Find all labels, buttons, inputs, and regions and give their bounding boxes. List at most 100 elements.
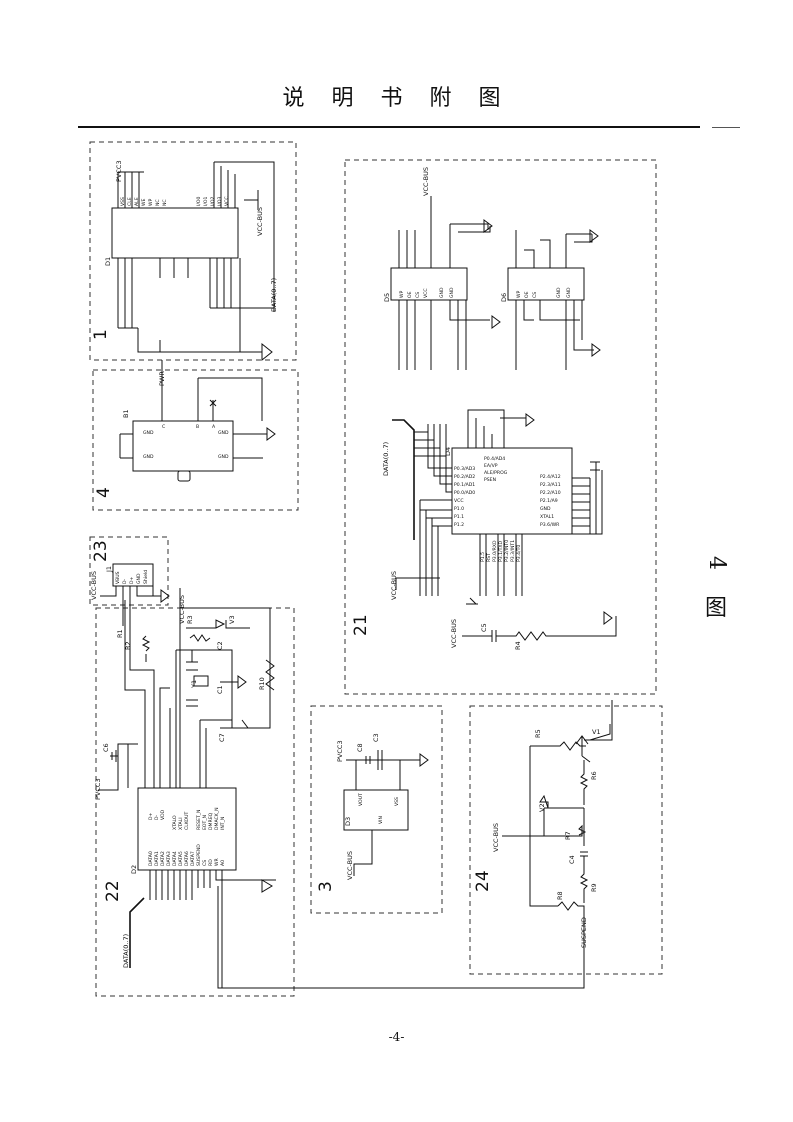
d6-pin: OE xyxy=(524,291,530,298)
d2-pin: WR xyxy=(214,857,220,866)
d4-pin: P1.5 xyxy=(480,552,486,562)
d5-pin: GND xyxy=(449,287,455,298)
d4-pin: P2.2/A10 xyxy=(540,490,561,496)
d5-pin: VCC xyxy=(423,288,429,298)
block-1-circuit: D1 VSS CLE ALE WE WP NC NC I/O0 I/O1 I/O… xyxy=(104,160,278,362)
d2-pin: RD xyxy=(208,859,214,866)
j1-pin: Shield xyxy=(143,570,149,584)
label-r3: R3 xyxy=(186,615,194,624)
block-number-23: 23 xyxy=(91,540,111,562)
d2-pin: CS xyxy=(202,860,208,866)
j1-pin: D- xyxy=(122,578,128,584)
d2-pin: DATA4 xyxy=(172,851,178,866)
block-24-outline xyxy=(469,705,663,975)
d1-pin: VSS xyxy=(120,197,126,206)
d4-pin: P2.3/A11 xyxy=(540,482,561,488)
label-r2: R2 xyxy=(124,641,132,650)
chip-d6-label: D6 xyxy=(500,293,508,302)
net-pvcc-d3: PVCC3 xyxy=(336,740,344,762)
d2-pin: DATA1 xyxy=(154,851,160,866)
d1-pin: CLE xyxy=(127,197,133,206)
d4-pin: P3.0/RXD xyxy=(492,540,498,562)
chip-d4 xyxy=(451,447,573,535)
d2-pin: XTALI xyxy=(178,817,184,830)
d2-pin: A0 xyxy=(220,860,226,866)
net-data-bus-d2: DATA(0..7) xyxy=(122,934,130,968)
chip-j1 xyxy=(112,563,154,587)
chip-d1-label: D1 xyxy=(104,257,112,266)
net-vcc-bus-c5: VCC-BUS xyxy=(450,619,458,648)
j1-pin: VBUS xyxy=(115,571,121,584)
d4-pin: ALE/PROG xyxy=(484,470,508,476)
label-c2: C2 xyxy=(216,641,224,650)
d4-pin: PSEN xyxy=(484,477,496,483)
d4-pin: P3.1/TXD xyxy=(498,540,504,562)
d2-pin: DATA7 xyxy=(190,851,196,866)
d4-pin: P1.2 xyxy=(454,522,464,528)
d1-pin: WP xyxy=(148,198,154,206)
figure-label: 4 图 xyxy=(696,540,736,632)
chip-d3 xyxy=(343,789,409,831)
b1-pin: GND xyxy=(143,454,154,460)
net-vcc-bus-d5: VCC-BUS xyxy=(422,167,430,196)
d2-pin: D+ xyxy=(148,812,154,820)
d3-pin: VIN xyxy=(378,816,384,824)
block-number-21: 21 xyxy=(351,614,371,636)
d4-pin: RST xyxy=(486,553,492,562)
net-vcc-bus-d4: VCC-BUS xyxy=(390,571,398,600)
b1-pin: A xyxy=(212,424,216,430)
label-r4: R4 xyxy=(514,641,522,650)
label-c7: C7 xyxy=(218,733,226,742)
d6-pin: WP xyxy=(516,290,522,298)
chip-d1 xyxy=(111,207,239,259)
block-4-outline xyxy=(92,369,299,511)
chip-d5 xyxy=(390,267,468,301)
d4-pin: P3.3/INT1 xyxy=(510,540,516,562)
b1-pin: GND xyxy=(218,454,229,460)
b1-pin: B xyxy=(196,424,199,430)
d3-pin: VOUT xyxy=(358,793,364,806)
d2-pin: XTALO xyxy=(172,815,178,830)
block-23-outline xyxy=(89,536,169,606)
chip-d3-label: D3 xyxy=(344,817,352,826)
d4-pin: P1.1 xyxy=(454,514,464,520)
b1-pin: GND xyxy=(218,430,229,436)
d5-pin: GND xyxy=(439,287,445,298)
d2-pin: RESET_N xyxy=(196,810,202,830)
block-3-circuit: D3 VOUT VIN VSS PVCC3 VCC-BUS C8 C3 xyxy=(336,733,429,880)
d4-pin: P2.1/A9 xyxy=(540,498,558,504)
d5-pin: CS xyxy=(415,292,421,298)
net-vcc-bus-d3: VCC-BUS xyxy=(346,851,354,880)
d4-pin: P0.1/AD1 xyxy=(454,482,475,488)
chip-b1 xyxy=(132,420,234,472)
label-c8: C8 xyxy=(356,743,364,752)
figure-char: 图 xyxy=(704,596,727,621)
d1-pin: WE xyxy=(141,198,147,206)
block-3-outline xyxy=(310,705,443,914)
net-vcc-bus-d2: VCC-BUS xyxy=(178,595,186,624)
d4-pin: P0.0/AD0 xyxy=(454,490,475,496)
figure-number: 4 xyxy=(704,556,729,570)
net-vcc-bus-j1: VCC-BUS xyxy=(90,571,98,600)
label-r9: R9 xyxy=(590,883,598,892)
d4-pin: P0.2/AD2 xyxy=(454,474,475,480)
d2-pin: DATA6 xyxy=(184,851,190,866)
d2-pin: INT_N xyxy=(220,817,226,830)
d2-pin: DATA2 xyxy=(160,851,166,866)
d1-pin: NC xyxy=(155,199,161,206)
label-r6: R6 xyxy=(590,771,598,780)
j1-pin: GND xyxy=(136,573,142,584)
d1-pin: I/O2 xyxy=(210,196,216,206)
chip-d5-label: D5 xyxy=(383,293,391,302)
d4-pin: GND xyxy=(540,506,551,512)
d4-pin: P2.4/A12 xyxy=(540,474,561,480)
label-r1: R1 xyxy=(116,629,124,638)
label-r5: R5 xyxy=(534,729,542,738)
d4-pin: P0.3/AD3 xyxy=(454,466,475,472)
label-c4: C4 xyxy=(568,855,576,864)
d6-pin: GND xyxy=(556,287,562,298)
net-pvcc-d2: PVCC3 xyxy=(94,778,102,800)
d4-pin: P3.4/T0 xyxy=(516,545,522,562)
d4-pin: VCC xyxy=(454,498,464,504)
d2-pin: SUSPEND xyxy=(196,844,202,866)
